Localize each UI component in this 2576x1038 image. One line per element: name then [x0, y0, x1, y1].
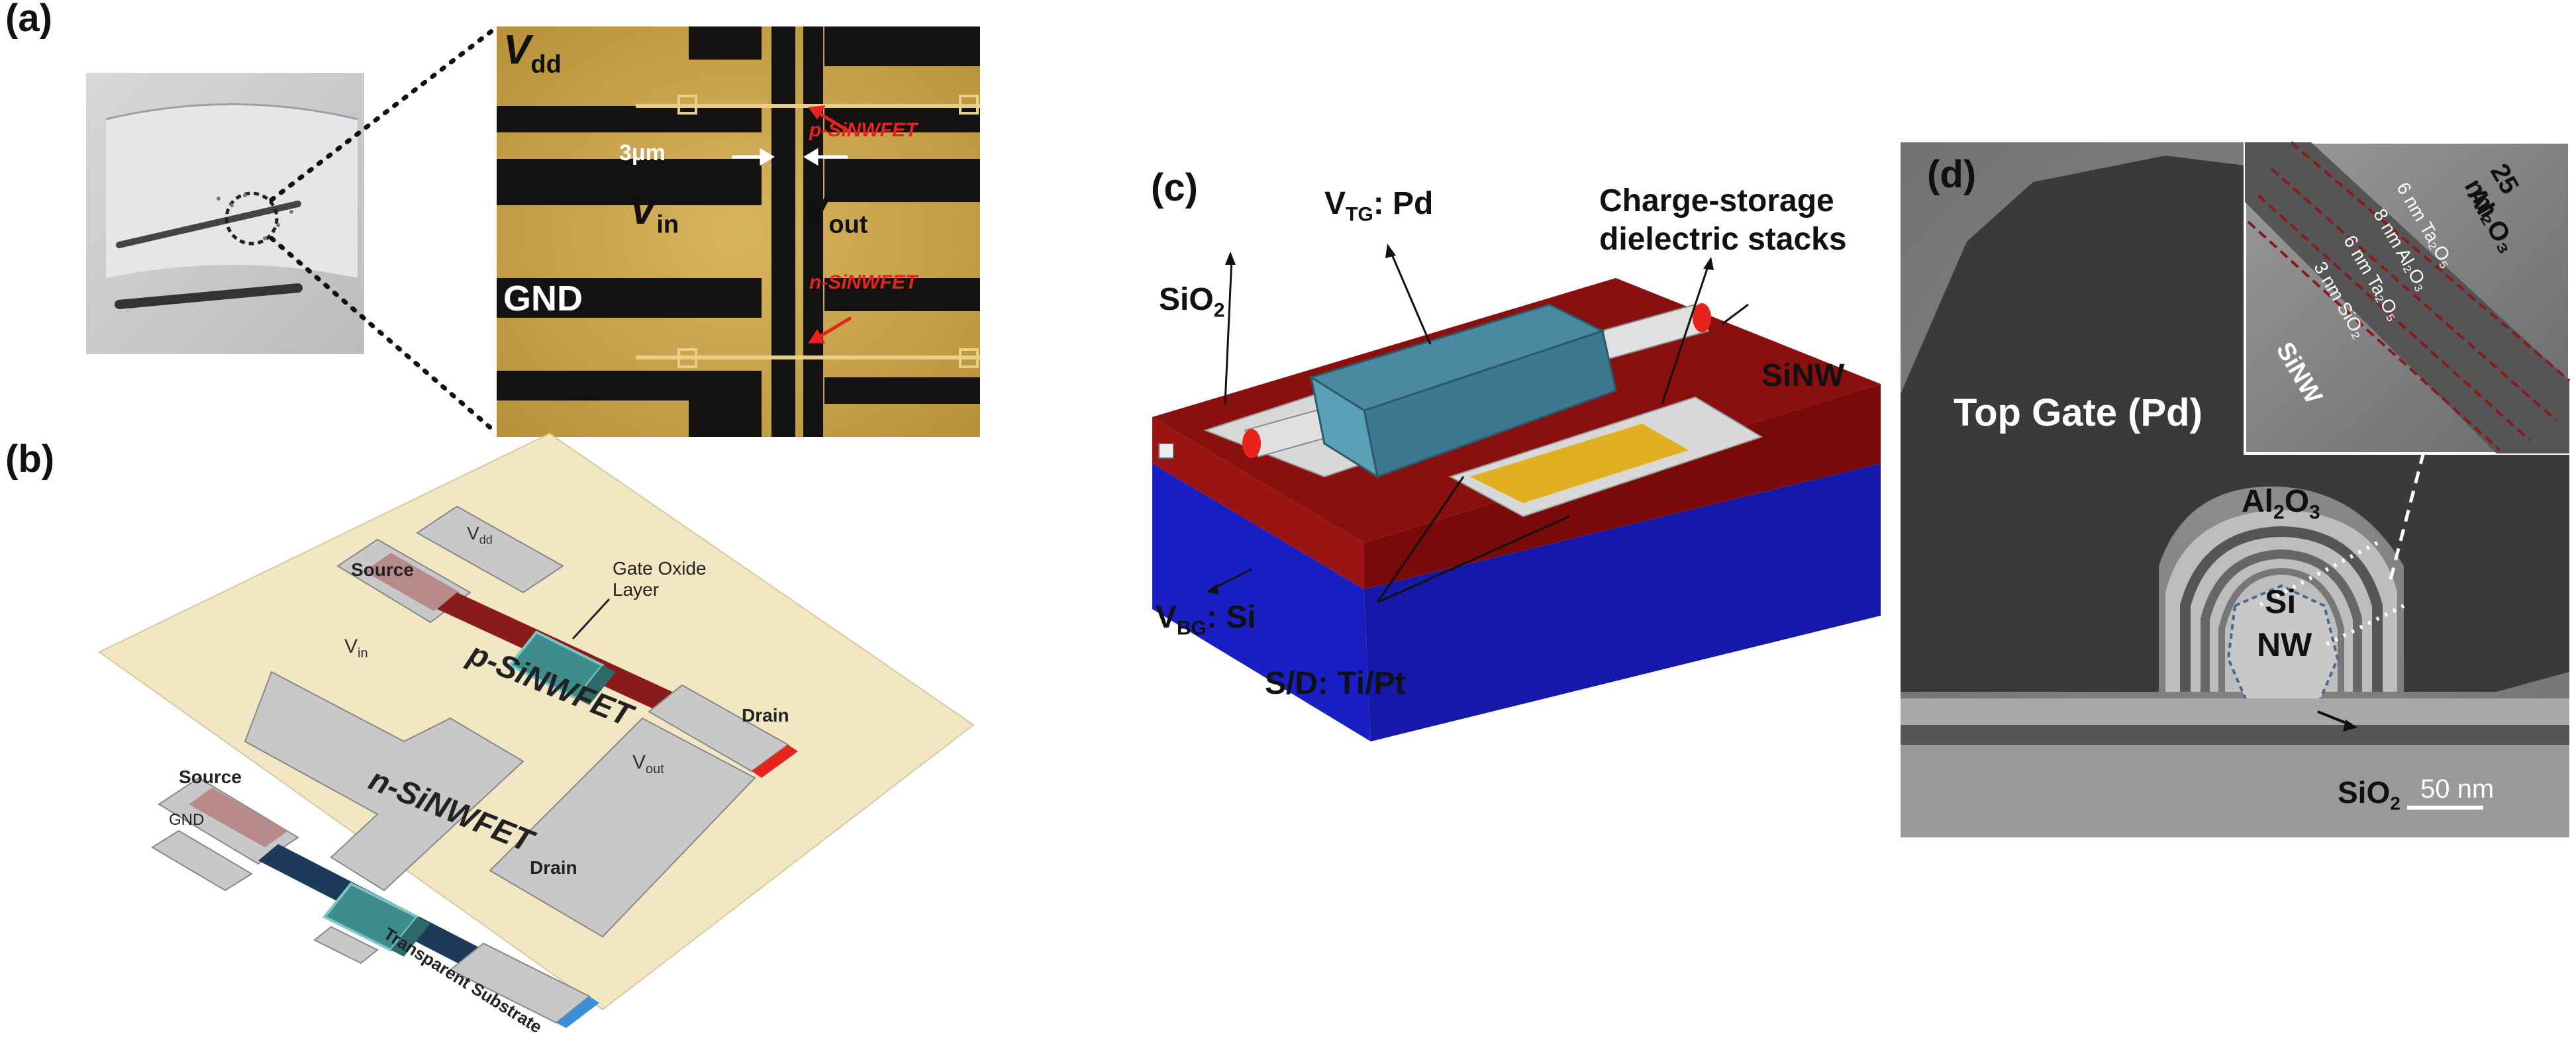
c-vtg-label: VTG: Pd: [1324, 185, 1433, 226]
d-top-gate-label: Top Gate (Pd): [1954, 391, 2203, 434]
d-si-label: Si: [2265, 583, 2297, 620]
fet-arrows: [808, 105, 852, 344]
vin-v: V: [629, 187, 657, 233]
flexible-film-photo: [86, 73, 364, 354]
b-vin-sub: in: [358, 646, 368, 661]
b-vdd-sub: dd: [479, 533, 493, 547]
c-vbg-label: VBG: Si: [1156, 599, 1256, 640]
c-charge-line1: Charge-storage: [1599, 183, 1834, 218]
c-sd-label: S/D: Ti/Pt: [1265, 666, 1406, 701]
c-charge-line2: dielectric stacks: [1599, 222, 1847, 257]
c-sio2-text: SiO: [1159, 282, 1214, 317]
panel-b-device-schematic: [98, 432, 975, 1028]
c-sio2-sub: 2: [1213, 299, 1225, 322]
schematic-source-top-label: Source: [351, 559, 414, 580]
vout-sub: out: [828, 211, 868, 239]
panel-d-label: (d): [1927, 153, 1977, 196]
d-sio2-text: SiO: [2338, 775, 2391, 810]
vdd-sub: dd: [530, 50, 562, 79]
gate-oxide-line1: Gate Oxide: [613, 558, 707, 579]
c-sinw-label: SiNW: [1761, 358, 1845, 393]
b-vdd-v: V: [467, 523, 479, 543]
b-vin-v: V: [344, 636, 358, 657]
d-al2o3-label: Al2O3: [2242, 483, 2320, 524]
c-vtg-sub: TG: [1346, 203, 1373, 226]
c-vtg-v: V: [1324, 186, 1346, 221]
schematic-drain-top-label: Drain: [742, 705, 789, 726]
d-al-text: Al: [2242, 484, 2273, 519]
schematic-gnd-label: GND: [169, 811, 205, 829]
schematic-vout-label: Vout: [632, 751, 664, 777]
panel-b-label: (b): [5, 438, 55, 481]
b-vout-v: V: [632, 751, 646, 773]
tem-inset: [2244, 141, 2571, 455]
vout-v: V: [801, 187, 829, 233]
c-charge-storage-label: Charge-storage dielectric stacks: [1599, 182, 1847, 259]
vdd-v: V: [503, 27, 531, 73]
micrograph-p-fet-label: p-SiNWFET: [809, 119, 918, 141]
micrograph-scale-label: 3μm: [619, 140, 666, 165]
schematic-drain-bottom-label: Drain: [530, 857, 577, 878]
inverter-micrograph: [497, 26, 980, 437]
b-vout-sub: out: [646, 762, 664, 777]
c-vtg-rest: : Pd: [1373, 186, 1434, 221]
micrograph-gnd-label: GND: [503, 279, 583, 318]
panel-a-figure: [86, 26, 980, 437]
c-vbg-sub: BG: [1177, 617, 1207, 639]
schematic-gate-oxide-label: Gate Oxide Layer: [613, 558, 707, 600]
d-o-text: O: [2284, 484, 2310, 519]
scale-arrows: [732, 148, 848, 166]
vin-sub: in: [656, 211, 679, 239]
c-sio2-label: SiO2: [1159, 281, 1224, 322]
schematic-source-bottom-label: Source: [179, 767, 242, 787]
micrograph-vin-label: Vin: [629, 187, 679, 239]
micrograph-vout-label: Vout: [801, 187, 867, 239]
panel-a-label: (a): [5, 0, 52, 40]
d-sio2-sub: 2: [2390, 793, 2401, 814]
d-nw-label: NW: [2257, 626, 2312, 663]
micrograph-n-fet-label: n-SiNWFET: [809, 271, 918, 293]
c-vbg-v: V: [1156, 600, 1177, 635]
gate-oxide-line2: Layer: [613, 579, 660, 600]
d-al-sub: 2: [2273, 501, 2285, 524]
panel-c-label: (c): [1151, 166, 1198, 209]
panel-c-device-3d: [1152, 244, 1881, 741]
micrograph-vdd-label: Vdd: [503, 26, 562, 79]
d-sio2-label: SiO2: [2338, 775, 2401, 814]
c-vbg-rest: : Si: [1207, 600, 1256, 635]
panel-d-tem-image: [1901, 141, 2571, 837]
d-o-sub: 3: [2309, 501, 2320, 524]
schematic-vin-label: Vin: [344, 636, 368, 661]
schematic-vdd-label: Vdd: [467, 523, 493, 547]
d-scale-label: 50 nm: [2420, 775, 2495, 804]
